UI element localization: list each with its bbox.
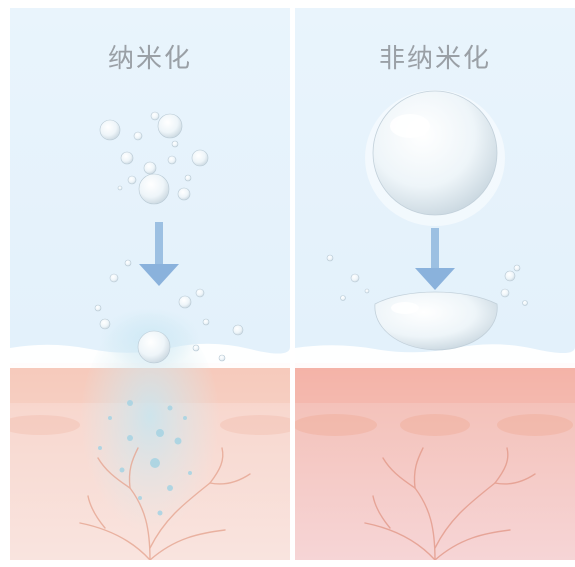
panel-title-nano: 纳米化 bbox=[107, 44, 192, 74]
penetration-cloud bbox=[80, 313, 220, 543]
panel-non-nano: 非纳米化 bbox=[295, 8, 575, 560]
non-nano-illustration bbox=[295, 8, 575, 560]
absorbed-particles bbox=[98, 400, 192, 516]
water-droplet-icon bbox=[99, 111, 209, 205]
water-droplet-icon bbox=[326, 254, 528, 306]
blood-vessel-icon bbox=[364, 447, 536, 560]
water-droplet-icon bbox=[94, 259, 244, 364]
skin-layer bbox=[295, 363, 575, 560]
panel-title-non-nano: 非纳米化 bbox=[378, 44, 491, 74]
down-arrow-icon bbox=[415, 228, 455, 290]
nano-illustration bbox=[10, 8, 290, 560]
water-droplet-icon bbox=[365, 90, 505, 226]
down-arrow-icon bbox=[139, 222, 179, 286]
water-droplet-icon bbox=[374, 291, 498, 351]
water-surface bbox=[295, 344, 575, 368]
panel-nano: 纳米化 bbox=[10, 8, 290, 560]
blood-vessel-icon bbox=[79, 447, 251, 560]
